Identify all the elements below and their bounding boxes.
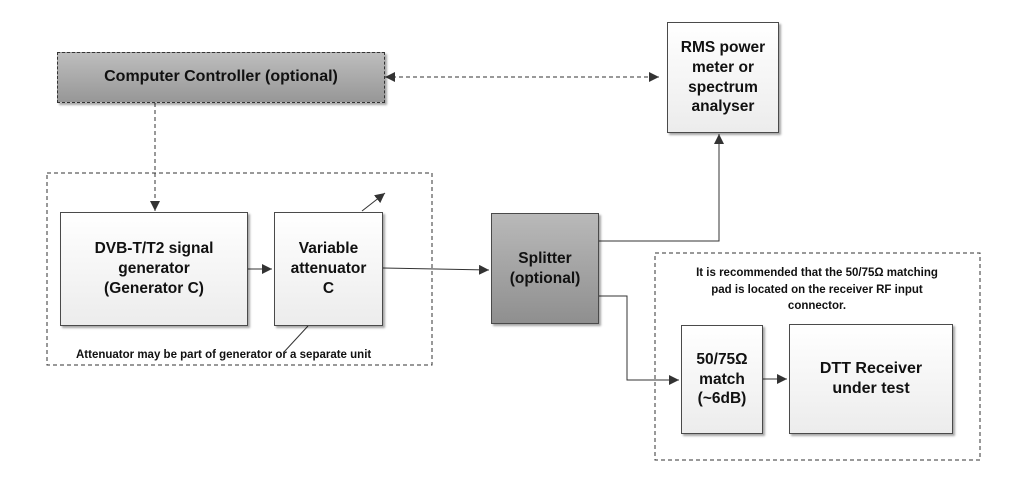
attenuator-to-splitter-arrow [382, 264, 490, 275]
rms-power-meter-box[interactable]: RMS power meter or spectrum analyser [667, 22, 779, 133]
attenuator-variable-arrow [361, 192, 386, 212]
dtt-receiver-box[interactable]: DTT Receiver under test [789, 324, 953, 434]
computer-controller-box[interactable]: Computer Controller (optional) [57, 52, 385, 103]
attenuator-note: Attenuator may be part of generator or a… [76, 349, 372, 361]
splitter-box[interactable]: Splitter (optional) [491, 213, 599, 324]
splitter-to-pad-arrow [599, 295, 679, 385]
matching-pad-box[interactable]: 50/75Ω match (~6dB) [681, 325, 763, 434]
variable-attenuator-box[interactable]: Variable attenuator C [274, 212, 383, 326]
receiver-group-outline [654, 252, 981, 461]
generator-group-outline [46, 172, 433, 366]
signal-generator-box[interactable]: DVB-T/T2 signal generator (Generator C) [60, 212, 248, 326]
splitter-to-meter-arrow [599, 134, 724, 242]
attenuator-note-leader [283, 325, 309, 353]
matching-pad-note: It is recommended that the 50/75Ω matchi… [696, 267, 938, 313]
